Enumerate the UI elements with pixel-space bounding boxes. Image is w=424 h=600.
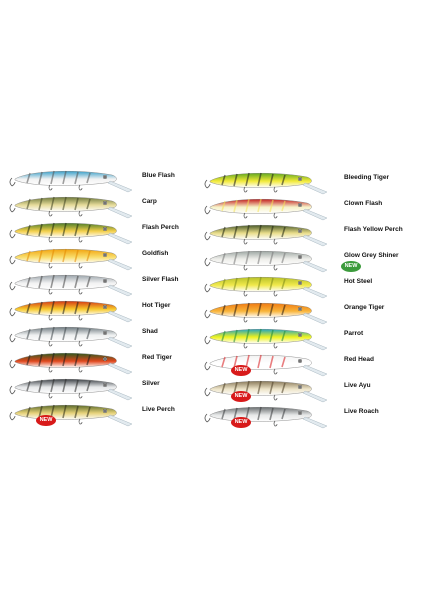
lure-image: [204, 170, 328, 195]
lure-image: [204, 222, 328, 247]
lure-color-name: Flash Yellow Perch: [344, 226, 403, 233]
lure-color-name: Parrot: [344, 330, 364, 337]
lure-color-name: Hot Tiger: [142, 302, 171, 309]
lure-color-name: Bleeding Tiger: [344, 174, 390, 181]
lure-image: [204, 274, 328, 299]
new-badge: NEW: [231, 391, 251, 402]
new-badge: NEW: [231, 365, 251, 376]
lure-image: [9, 272, 133, 297]
lure-image: [9, 402, 133, 427]
lure-color-name: Live Perch: [142, 406, 175, 413]
lure-image: [9, 376, 133, 401]
new-badge: NEW: [341, 261, 361, 272]
lure-image: [204, 378, 328, 403]
lure-color-name: Silver Flash: [142, 276, 179, 283]
lure-image: [9, 194, 133, 219]
lure-color-name: Red Tiger: [142, 354, 172, 361]
lure-color-name: Goldfish: [142, 250, 169, 257]
lure-image: [204, 326, 328, 351]
lure-color-name: Live Ayu: [344, 382, 371, 389]
lure-image: [9, 168, 133, 193]
lure-image: [9, 324, 133, 349]
lure-color-name: Silver: [142, 380, 160, 387]
lure-color-name: Orange Tiger: [344, 304, 385, 311]
lure-image: [9, 220, 133, 245]
lure-color-name: Flash Perch: [142, 224, 179, 231]
lure-color-name: Shad: [142, 328, 158, 335]
lure-color-name: Live Roach: [344, 408, 379, 415]
lure-image: [204, 404, 328, 429]
lure-color-name: Hot Steel: [344, 278, 373, 285]
lure-color-name: Glow Grey Shiner: [344, 252, 399, 259]
lure-color-name: Carp: [142, 198, 157, 205]
lure-image: [204, 300, 328, 325]
lure-image: [9, 350, 133, 375]
lure-color-name: Clown Flash: [344, 200, 383, 207]
lure-image: [204, 352, 328, 377]
lure-image: [204, 248, 328, 273]
new-badge: NEW: [36, 415, 56, 426]
lure-image: [204, 196, 328, 221]
new-badge: NEW: [231, 417, 251, 428]
lure-image: [9, 246, 133, 271]
lure-image: [9, 298, 133, 323]
lure-color-name: Red Head: [344, 356, 374, 363]
lure-color-name: Blue Flash: [142, 172, 175, 179]
